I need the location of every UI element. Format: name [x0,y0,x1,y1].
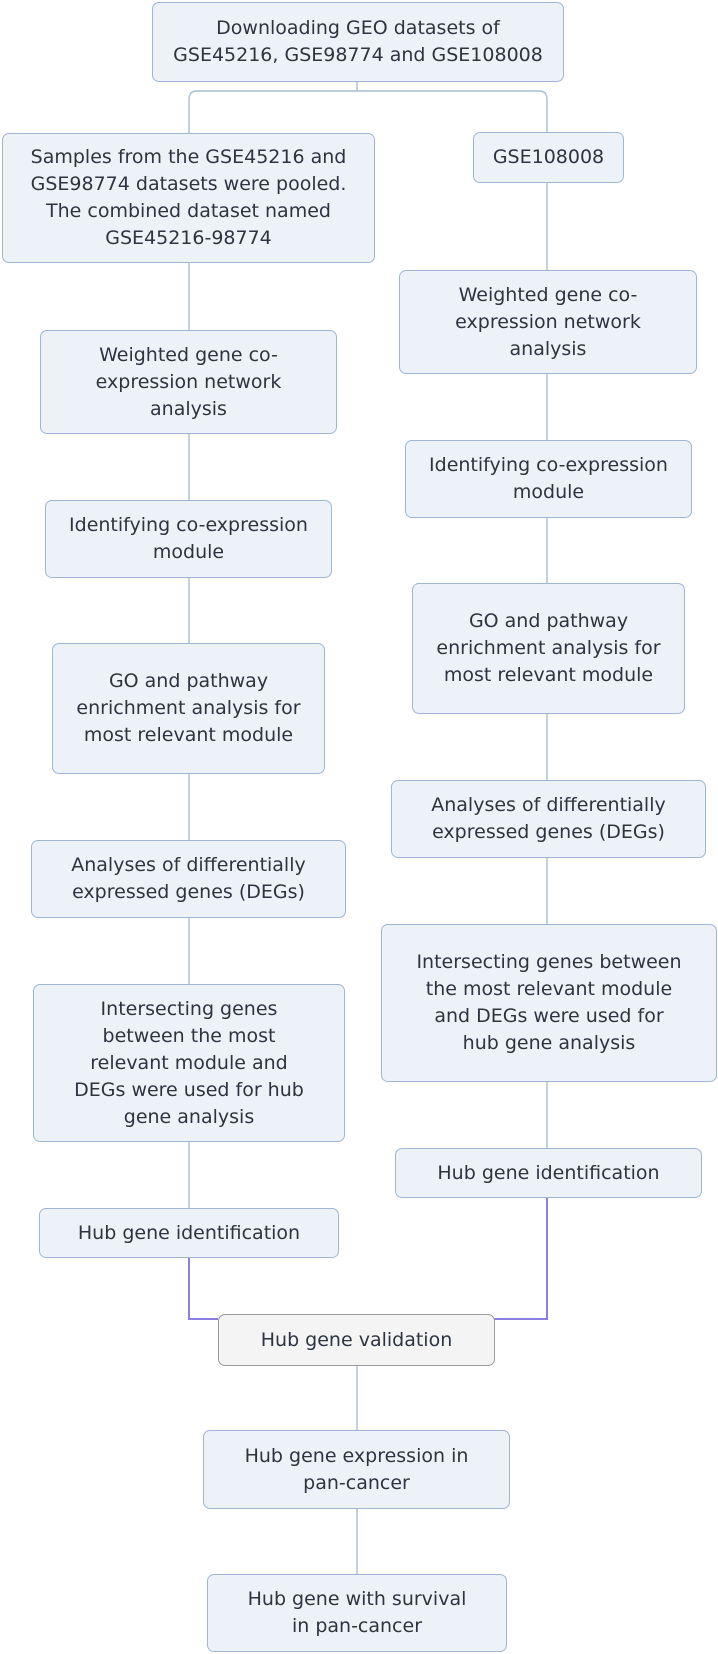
right-degs-node: Analyses of differentially expressed gen… [391,780,706,858]
left-degs-node: Analyses of differentially expressed gen… [31,840,346,918]
right-go-enrichment-label: GO and pathway enrichment analysis for m… [436,610,661,686]
left-wgcna-node: Weighted gene co-expression network anal… [40,330,337,434]
hub-validation-node: Hub gene validation [218,1314,495,1366]
right-module-node: Identifying co-expression module [405,440,692,518]
right-dataset-label: GSE108008 [492,146,605,168]
right-degs-label: Analyses of differentially expressed gen… [431,794,666,843]
left-intersect-node: Intersecting genes between the most rele… [33,984,345,1142]
left-degs-label: Analyses of differentially expressed gen… [71,854,306,903]
right-intersect-label: Intersecting genes between the most rele… [416,951,682,1054]
download-geo-node: Downloading GEO datasets of GSE45216, GS… [152,2,564,82]
pancancer-expression-label: Hub gene expression in pan-cancer [244,1444,469,1494]
right-module-label: Identifying co-expression module [429,454,668,503]
left-go-enrichment-node: GO and pathway enrichment analysis for m… [52,643,325,774]
connector-top-split [188,82,548,134]
right-dataset-node: GSE108008 [473,132,624,183]
left-module-node: Identifying co-expression module [45,500,332,578]
download-geo-label: Downloading GEO datasets of GSE45216, GS… [173,17,543,66]
left-module-label: Identifying co-expression module [69,514,308,563]
pancancer-survival-label: Hub gene with survival in pan-cancer [247,1588,467,1637]
left-wgcna-label: Weighted gene co-expression network anal… [95,343,282,420]
left-pooled-dataset-label: Samples from the GSE45216 and GSE98774 d… [30,146,347,249]
right-go-enrichment-node: GO and pathway enrichment analysis for m… [412,583,685,714]
left-intersect-label: Intersecting genes between the most rele… [74,997,304,1128]
left-hub-identification-label: Hub gene identification [77,1221,301,1244]
right-wgcna-label: Weighted gene co-expression network anal… [455,283,641,360]
left-pooled-dataset-node: Samples from the GSE45216 and GSE98774 d… [2,133,375,263]
left-go-enrichment-label: GO and pathway enrichment analysis for m… [76,670,301,746]
pancancer-expression-node: Hub gene expression in pan-cancer [203,1430,510,1509]
hub-validation-label: Hub gene validation [260,1328,453,1351]
right-hub-identification-node: Hub gene identification [395,1148,702,1198]
pancancer-survival-node: Hub gene with survival in pan-cancer [207,1574,507,1652]
right-intersect-node: Intersecting genes between the most rele… [381,924,717,1082]
right-hub-identification-label: Hub gene identification [437,1161,660,1184]
connector-merge [188,1197,548,1320]
left-hub-identification-node: Hub gene identification [39,1208,339,1258]
right-wgcna-node: Weighted gene co-expression network anal… [399,270,697,374]
